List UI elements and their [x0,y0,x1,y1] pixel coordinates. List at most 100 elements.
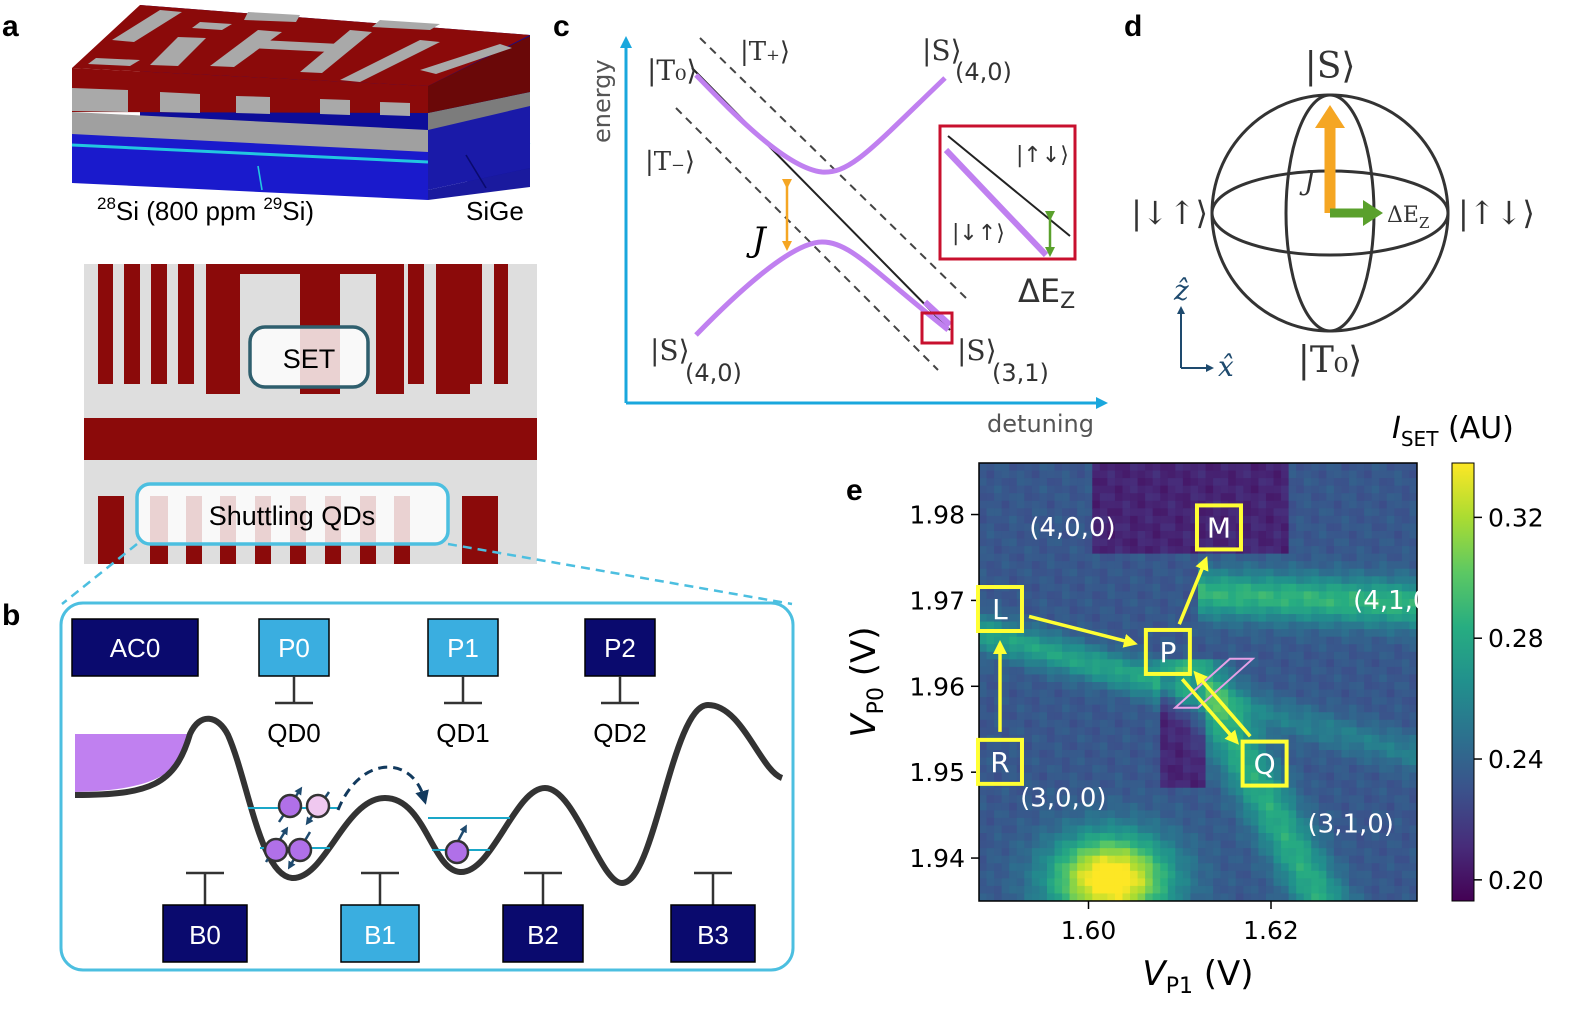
heatmap-cell [1009,515,1018,525]
heatmap-cell [1265,561,1275,570]
heatmap-cell [1281,704,1290,713]
heatmap-cell [1235,893,1244,901]
heatmap-cell [1258,659,1267,668]
heatmap-cell [1152,749,1161,759]
heatmap-cell [1273,863,1282,872]
heatmap-cell [1107,553,1116,562]
heatmap-cell [1379,614,1388,623]
heatmap-cell [1326,478,1335,487]
heatmap-cell [1190,870,1199,879]
heatmap-cell [1130,500,1139,509]
heatmap-cell [1349,689,1358,698]
heatmap-cell [1213,606,1222,615]
heatmap-cell [1288,840,1297,849]
heatmap-cell [1288,666,1297,676]
heatmap-cell [1031,576,1041,585]
heatmap-cell [1175,561,1184,570]
heatmap-cell [1122,689,1131,698]
heatmap-cell [1356,749,1365,759]
heatmap-cell [1235,780,1244,789]
heatmap-cell [1122,727,1131,736]
heatmap-cell [1145,817,1154,827]
heatmap-cell [1220,848,1229,857]
heatmap-cell [1054,508,1063,517]
heatmap-cell [1379,523,1388,532]
heatmap-cell [1258,485,1267,494]
heatmap-cell [1054,561,1063,570]
heatmap-cell [1130,689,1139,698]
heatmap-cell [1205,727,1214,736]
heatmap-cell [1167,493,1176,502]
heatmap-cell [1349,515,1358,525]
heatmap-cell [1046,719,1056,728]
heatmap-cell [1145,689,1154,698]
heatmap-cell [1228,742,1237,751]
heatmap-cell [1341,757,1350,766]
heatmap-cell [1349,463,1358,472]
heatmap-cell [1296,530,1305,540]
heatmap-cell [1160,833,1169,842]
heatmap-cell [1265,833,1275,842]
heatmap-cell [1099,712,1108,721]
heatmap-cell [1356,780,1365,789]
heatmap-cell [1326,666,1335,676]
heatmap-cell [1175,848,1184,857]
heatmap-cell [1265,863,1275,872]
heatmap-cell [1296,712,1305,721]
heatmap-cell [1182,583,1192,592]
heatmap-cell [1409,500,1417,509]
heatmap-cell [1190,591,1199,600]
heatmap-cell [1016,523,1025,532]
heatmap-cell [1371,538,1380,547]
heatmap-cell [1107,493,1116,502]
heatmap-cell [1152,885,1161,895]
heatmap-cell [1077,734,1086,744]
heatmap-cell [1046,644,1056,653]
heatmap-cell [1349,644,1358,653]
heatmap-cell [1046,833,1056,842]
heatmap-cell [1356,825,1365,834]
heatmap-cell [1062,689,1071,698]
heatmap-cell [1084,727,1093,736]
heatmap-cell [1167,651,1176,660]
heatmap-cell [1024,712,1033,721]
heatmap-cell [1137,508,1146,517]
heatmap-cell [1258,636,1267,645]
heatmap-cell [1024,500,1033,509]
heatmap-cell [1190,878,1199,887]
heatmap-cell [1077,742,1086,751]
heatmap-cell [1349,765,1358,774]
heatmap-cell [1077,561,1086,570]
heatmap-cell [1333,704,1343,713]
heatmap-cell [1311,825,1320,834]
heatmap-cell [1273,546,1282,555]
heatmap-cell [1364,644,1373,653]
heatmap-cell [1175,787,1184,796]
heatmap-cell [1175,485,1184,494]
heatmap-cell [1137,795,1146,804]
heatmap-cell [1198,689,1207,698]
heatmap-cell [1190,817,1199,827]
heatmap-cell [1235,712,1244,721]
heatmap-cell [1243,757,1252,766]
heatmap-cell [1062,515,1071,525]
heatmap-cell [1114,561,1124,570]
heatmap-cell [1243,500,1252,509]
heatmap-cell [979,644,988,653]
heatmap-cell [1001,742,1010,751]
qd1-label: QD1 [436,718,489,748]
heatmap-cell [1054,863,1063,872]
heatmap-cell [1182,712,1192,721]
heatmap-cell [1311,780,1320,789]
heatmap-cell [1069,765,1078,774]
heatmap-cell [1250,538,1260,547]
heatmap-cell [1311,689,1320,698]
heatmap-cell [1258,553,1267,562]
heatmap-cell [1160,500,1169,509]
heatmap-cell [1062,598,1071,608]
heatmap-cell [1039,833,1048,842]
heatmap-cell [1205,568,1214,577]
heatmap-cell [1213,810,1222,819]
point-box-q [1240,739,1289,788]
heatmap-cell [1394,840,1403,849]
